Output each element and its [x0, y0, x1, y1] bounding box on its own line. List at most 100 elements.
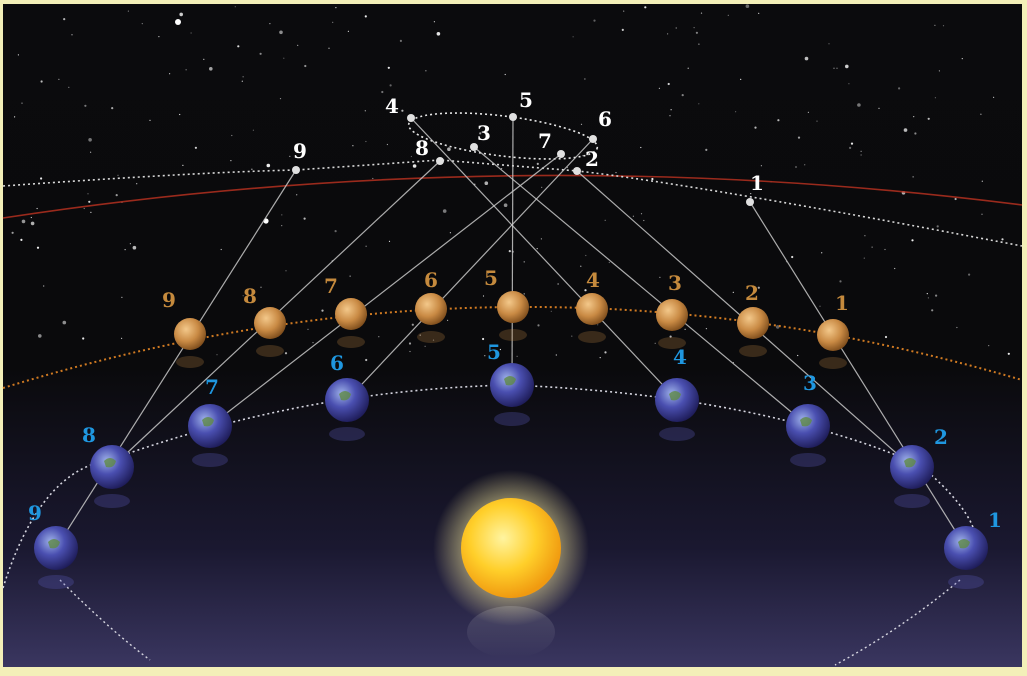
star — [934, 97, 937, 99]
star — [667, 33, 669, 35]
earth-reflection — [948, 575, 984, 589]
mars-reflection — [337, 336, 365, 348]
star — [582, 155, 584, 157]
star — [797, 354, 799, 357]
star — [623, 10, 625, 12]
earth-icon — [34, 526, 78, 570]
star — [898, 87, 901, 90]
star — [935, 294, 938, 297]
star — [632, 215, 635, 217]
star — [903, 128, 908, 132]
mars-position-label: 4 — [586, 268, 600, 292]
star — [484, 355, 486, 357]
star — [179, 113, 181, 116]
star — [981, 213, 983, 215]
earth-land — [202, 417, 214, 427]
sight-line-4 — [410, 117, 678, 401]
star — [727, 14, 729, 16]
sky-position-label: 4 — [385, 94, 399, 118]
mars-icon — [817, 319, 849, 351]
sky-position-label: 3 — [477, 121, 491, 145]
star — [954, 197, 957, 201]
star — [90, 151, 92, 153]
mars-position-label: 1 — [835, 291, 849, 315]
star — [365, 140, 367, 143]
mars-position-label: 3 — [668, 271, 682, 295]
star — [111, 107, 114, 110]
sky-position-dot — [292, 166, 300, 174]
sight-line-1 — [749, 201, 967, 549]
star — [447, 147, 451, 151]
earth-reflection — [192, 453, 228, 467]
star — [536, 248, 538, 250]
mars-reflection — [417, 331, 445, 343]
star — [849, 146, 852, 149]
star — [364, 15, 367, 18]
star — [252, 129, 254, 131]
star — [797, 136, 801, 139]
star — [482, 337, 485, 341]
mars-position-label: 5 — [484, 266, 498, 290]
star — [412, 164, 417, 168]
earth-icon — [890, 445, 934, 489]
star — [927, 297, 930, 299]
earth-icon — [655, 378, 699, 422]
star — [807, 111, 810, 113]
star — [804, 56, 809, 61]
star — [484, 181, 489, 185]
mars-position-label: 2 — [745, 281, 759, 305]
star — [760, 165, 763, 167]
star — [597, 324, 599, 326]
star — [121, 296, 123, 298]
star — [436, 32, 441, 36]
star — [536, 162, 539, 165]
star — [508, 250, 511, 253]
star — [693, 27, 695, 29]
mars-position-label: 9 — [162, 288, 176, 312]
star — [352, 145, 354, 147]
mars-reflection — [739, 345, 767, 357]
star — [124, 249, 126, 251]
sky-position-dot — [589, 135, 597, 143]
sight-line-3 — [473, 146, 809, 427]
sight-line-9 — [55, 169, 297, 549]
star — [541, 186, 543, 188]
star — [364, 110, 366, 112]
star — [409, 350, 411, 353]
earth-orbit-lower-left — [59, 579, 151, 661]
mars-icon — [497, 291, 529, 323]
star — [432, 339, 435, 341]
mars-reflection — [176, 356, 204, 368]
star — [700, 12, 703, 14]
star — [745, 4, 750, 8]
star — [603, 118, 605, 120]
star — [410, 155, 412, 158]
star — [328, 47, 330, 49]
star — [942, 25, 945, 27]
star — [82, 337, 85, 340]
star — [38, 334, 42, 338]
star — [182, 164, 184, 166]
star-field — [11, 4, 1010, 364]
star — [234, 6, 236, 8]
star — [1007, 352, 1010, 355]
earth-icon — [490, 363, 534, 407]
earth-land — [958, 539, 970, 549]
star — [281, 225, 283, 227]
star — [269, 23, 271, 25]
earth-land — [904, 458, 916, 468]
mars-position-label: 8 — [243, 284, 257, 308]
star — [938, 70, 941, 72]
star — [593, 19, 596, 22]
sky-position-label: 7 — [538, 129, 552, 153]
star — [279, 30, 283, 35]
star — [40, 177, 43, 180]
star — [956, 326, 958, 329]
star — [501, 168, 503, 170]
star — [684, 328, 686, 330]
star — [980, 113, 982, 115]
sky-position-dot — [470, 143, 478, 151]
